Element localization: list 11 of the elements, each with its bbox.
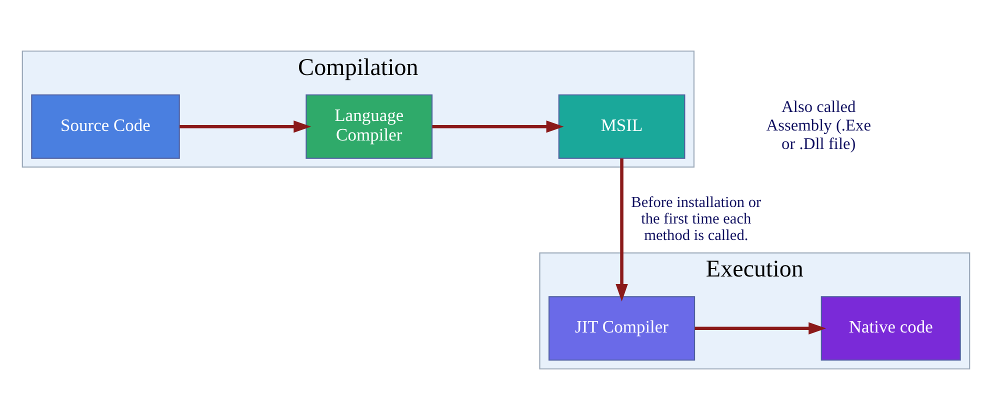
arrow	[180, 120, 312, 132]
arrow	[694, 322, 826, 334]
node-box: JIT Compiler	[548, 296, 696, 360]
node-box: Native code	[820, 296, 961, 360]
edge-label: Before installation or the first time each method is called.	[631, 194, 762, 244]
node-box: Source Code	[31, 94, 180, 158]
arrow	[616, 158, 628, 301]
label: Also called Assembly (.Exe or .Dll file)	[766, 96, 872, 153]
arrow	[432, 120, 564, 132]
node-box: MSIL	[558, 94, 686, 158]
node-box: Language Compiler	[306, 94, 433, 158]
